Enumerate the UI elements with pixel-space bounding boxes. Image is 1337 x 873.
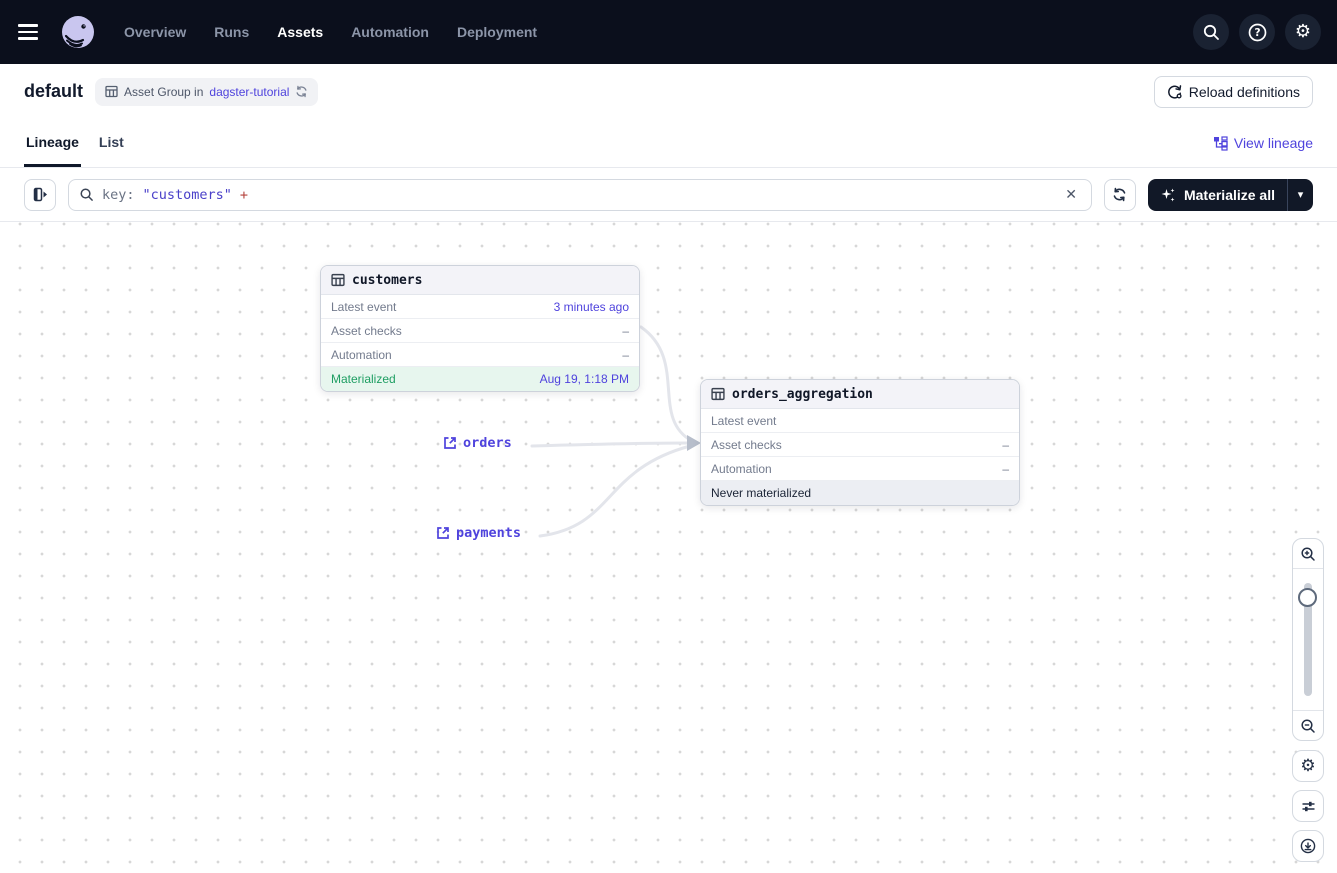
- gear-icon: ⚙: [1295, 23, 1311, 41]
- download-circle-icon: [1300, 838, 1316, 854]
- materialize-all-button[interactable]: Materialize all: [1148, 179, 1287, 211]
- recenter-view-button[interactable]: [1292, 830, 1324, 862]
- refresh-graph-button[interactable]: [1104, 179, 1136, 211]
- node-row-automation: Automation –: [321, 343, 639, 367]
- node-status-never-materialized: Never materialized: [701, 481, 1019, 505]
- nav-items: Overview Runs Assets Automation Deployme…: [124, 24, 537, 40]
- external-asset-payments[interactable]: payments: [436, 525, 521, 541]
- external-link-icon: [436, 526, 450, 540]
- page-header: default Asset Group in dagster-tutorial …: [0, 64, 1337, 119]
- node-row-latest-event: Latest event 3 minutes ago: [321, 295, 639, 319]
- zoom-out-icon: [1300, 718, 1316, 734]
- graph-filters-button[interactable]: [1292, 790, 1324, 822]
- gear-icon: ⚙: [1300, 758, 1315, 775]
- query-operator-token: +: [240, 187, 248, 203]
- search-icon: [1202, 23, 1220, 41]
- reload-icon: [1167, 84, 1182, 99]
- settings-button[interactable]: ⚙: [1285, 14, 1321, 50]
- lineage-edges: [0, 222, 1337, 873]
- reload-definitions-button[interactable]: Reload definitions: [1154, 76, 1313, 108]
- nav-item-automation[interactable]: Automation: [351, 24, 429, 40]
- materialize-dropdown-caret[interactable]: ▾: [1287, 179, 1313, 211]
- zoom-controls: [1292, 538, 1324, 741]
- external-link-icon: [443, 436, 457, 450]
- badge-repo-link[interactable]: dagster-tutorial: [209, 85, 289, 99]
- zoom-in-icon: [1300, 546, 1316, 562]
- latest-event-link[interactable]: 3 minutes ago: [554, 300, 629, 314]
- query-key-token: key:: [102, 187, 135, 203]
- materialize-split-button: Materialize all ▾: [1148, 179, 1313, 211]
- expand-panel-button[interactable]: [24, 179, 56, 211]
- asset-filter-input[interactable]: key: "customers" + ✕: [68, 179, 1092, 211]
- hamburger-menu-icon[interactable]: [16, 14, 52, 50]
- graph-settings-button[interactable]: ⚙: [1292, 750, 1324, 782]
- asset-node-header: orders_aggregation: [701, 380, 1019, 409]
- zoom-in-button[interactable]: [1293, 539, 1323, 569]
- asset-node-header: customers: [321, 266, 639, 295]
- asset-name: orders_aggregation: [732, 387, 873, 402]
- nav-item-overview[interactable]: Overview: [124, 24, 186, 40]
- search-button[interactable]: [1193, 14, 1229, 50]
- nav-item-assets[interactable]: Assets: [277, 24, 323, 40]
- query-value-token: "customers": [143, 187, 232, 203]
- lineage-icon: [1213, 136, 1228, 151]
- top-navbar: Overview Runs Assets Automation Deployme…: [0, 0, 1337, 64]
- asset-node-orders-aggregation[interactable]: orders_aggregation Latest event Asset ch…: [700, 379, 1020, 506]
- node-row-asset-checks: Asset checks –: [321, 319, 639, 343]
- help-button[interactable]: ?: [1239, 14, 1275, 50]
- tabs-row: Lineage List View lineage: [0, 119, 1337, 168]
- dagster-logo-icon[interactable]: [60, 14, 96, 50]
- nav-item-deployment[interactable]: Deployment: [457, 24, 537, 40]
- expand-panel-icon: [33, 187, 48, 202]
- sync-icon[interactable]: [295, 85, 308, 98]
- nav-item-runs[interactable]: Runs: [214, 24, 249, 40]
- badge-label: Asset Group in: [124, 85, 203, 99]
- page-title: default: [24, 81, 83, 102]
- zoom-slider[interactable]: [1293, 569, 1323, 710]
- svg-text:?: ?: [1254, 27, 1260, 39]
- node-row-asset-checks: Asset checks –: [701, 433, 1019, 457]
- tab-list[interactable]: List: [97, 119, 126, 167]
- help-icon: ?: [1248, 23, 1267, 42]
- refresh-icon: [1112, 187, 1127, 202]
- external-asset-orders[interactable]: orders: [443, 435, 512, 451]
- clear-filter-button[interactable]: ✕: [1061, 184, 1081, 205]
- sparkle-icon: [1160, 187, 1176, 203]
- materialized-time-link[interactable]: Aug 19, 1:18 PM: [540, 372, 629, 386]
- asset-name: customers: [352, 273, 422, 288]
- tab-lineage[interactable]: Lineage: [24, 119, 81, 167]
- table-icon: [331, 273, 345, 287]
- asset-group-badge: Asset Group in dagster-tutorial: [95, 78, 318, 106]
- node-row-latest-event: Latest event: [701, 409, 1019, 433]
- lineage-graph-canvas[interactable]: customers Latest event 3 minutes ago Ass…: [0, 222, 1337, 873]
- asset-node-customers[interactable]: customers Latest event 3 minutes ago Ass…: [320, 265, 640, 392]
- table-icon: [711, 387, 725, 401]
- view-lineage-link[interactable]: View lineage: [1213, 135, 1313, 151]
- table-icon: [105, 85, 118, 98]
- search-icon: [79, 187, 94, 202]
- filters-icon: [1301, 799, 1316, 814]
- zoom-out-button[interactable]: [1293, 710, 1323, 740]
- node-row-automation: Automation –: [701, 457, 1019, 481]
- zoom-slider-handle[interactable]: [1298, 588, 1317, 607]
- node-status-materialized: Materialized Aug 19, 1:18 PM: [321, 367, 639, 391]
- lineage-toolbar: key: "customers" + ✕ Materialize all ▾: [0, 168, 1337, 222]
